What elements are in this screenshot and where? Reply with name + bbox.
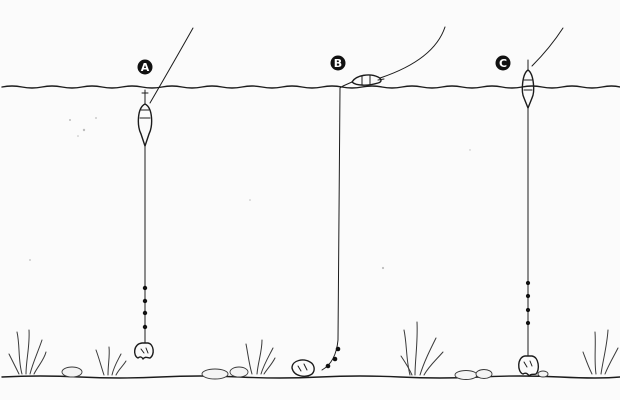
stone	[454, 370, 478, 380]
rig-b: B	[291, 26, 446, 377]
weed-clump-3	[245, 339, 276, 375]
stone	[229, 366, 249, 378]
rig-c-rod-line	[531, 27, 564, 67]
weed-clump-1	[8, 329, 47, 375]
weed-clump-2	[95, 346, 127, 376]
rig-c-marker: C	[495, 55, 511, 71]
bottom-stones	[61, 366, 549, 380]
paper-texture	[29, 117, 471, 270]
stone	[475, 369, 493, 379]
rig-a-marker: A	[137, 59, 153, 75]
rig-b-split-shot	[325, 346, 341, 369]
rig-a-rod-line	[149, 27, 194, 104]
rig-c-float	[521, 59, 535, 115]
rig-b-main-line	[321, 85, 344, 371]
rig-a-marker-label: A	[141, 61, 150, 74]
stone	[61, 366, 83, 378]
rig-b-marker-label: B	[334, 57, 342, 70]
rig-a-float	[137, 89, 153, 157]
weed-clump-5	[582, 329, 619, 375]
lake-bed-line	[1, 375, 620, 379]
weed-clump-4	[400, 321, 444, 376]
rig-a: A	[133, 27, 194, 360]
stone	[201, 368, 229, 380]
rig-a-split-shot	[142, 285, 148, 330]
rig-a-bait	[133, 342, 154, 360]
rig-b-bait	[291, 359, 315, 377]
rig-b-rod-line	[379, 26, 446, 79]
rig-b-marker: B	[330, 55, 346, 71]
rig-b-float	[342, 74, 385, 87]
rig-c-split-shot	[525, 280, 531, 326]
water-surface-line	[1, 85, 620, 89]
rig-c: C	[495, 27, 564, 377]
rig-c-bait	[518, 355, 540, 377]
rig-c-marker-label: C	[499, 57, 507, 70]
stone	[537, 370, 549, 378]
